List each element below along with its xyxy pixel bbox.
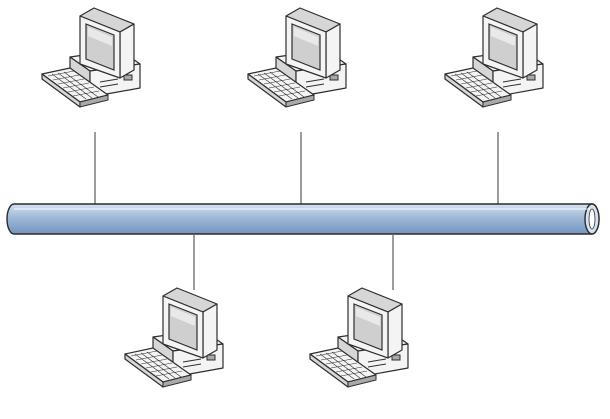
desktop-computer-icon bbox=[444, 7, 544, 108]
computer-1 bbox=[41, 7, 141, 108]
desktop-computer-icon bbox=[247, 7, 347, 108]
computer-5 bbox=[309, 287, 409, 388]
computer-3 bbox=[444, 7, 544, 108]
connection-lines bbox=[94, 132, 499, 290]
desktop-computer-icon bbox=[41, 7, 141, 108]
computer-2 bbox=[247, 7, 347, 108]
network-bus-cable bbox=[6, 203, 600, 235]
desktop-computer-icon bbox=[124, 287, 224, 388]
computer-4 bbox=[124, 287, 224, 388]
desktop-computer-icon bbox=[309, 287, 409, 388]
